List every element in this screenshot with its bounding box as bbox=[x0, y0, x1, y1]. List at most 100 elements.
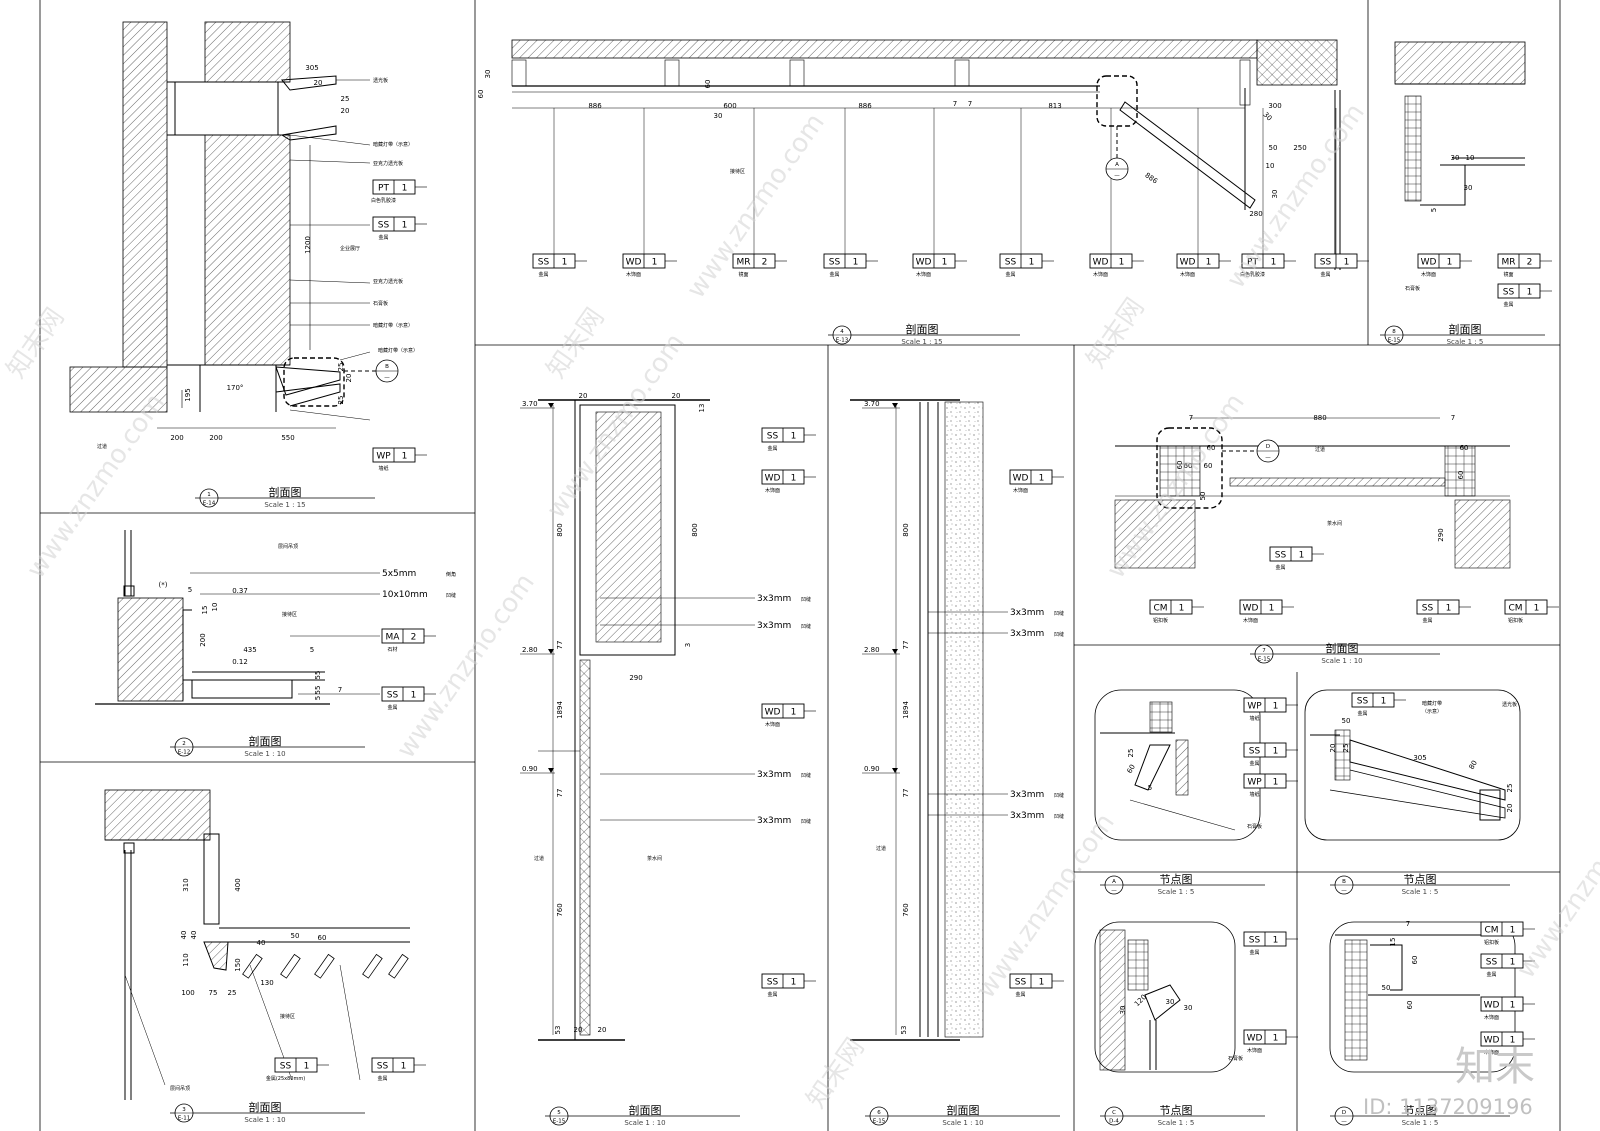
material-tag-code: SS bbox=[378, 221, 390, 231]
material-tag-number: 1 bbox=[1344, 258, 1350, 268]
material-tag-note: 镜面 bbox=[738, 271, 748, 278]
dimension-label: 77 bbox=[556, 789, 564, 798]
dimension-label: 50 bbox=[1342, 717, 1351, 725]
annotation-note: 企业展厅 bbox=[340, 245, 360, 252]
material-tag-code: SS bbox=[377, 1062, 389, 1072]
material-tag-note: 木饰面 bbox=[1180, 271, 1195, 278]
callout-label: 3x3mm bbox=[757, 816, 791, 826]
dimension-label: 250 bbox=[1293, 144, 1306, 152]
material-tag bbox=[761, 469, 816, 485]
view-number: 2 bbox=[182, 741, 186, 747]
material-tag-note: 金属 bbox=[1486, 971, 1496, 978]
dimension-label: 30 bbox=[1271, 190, 1279, 199]
dimension-label: 20 bbox=[579, 392, 588, 400]
view-title: 剖面图 bbox=[947, 1103, 980, 1117]
level-marker bbox=[548, 649, 554, 654]
dimension-label: 60 bbox=[1204, 462, 1213, 470]
material-tag-code: SS bbox=[1357, 697, 1369, 707]
callout-note: 凹缝 bbox=[1054, 792, 1064, 799]
annotation-note: 茶水间 bbox=[647, 855, 662, 862]
dimension-label: 20 bbox=[574, 1026, 583, 1034]
dimension-label: 200 bbox=[170, 434, 183, 442]
callout-label: 10x10mm bbox=[382, 590, 428, 600]
dimension-label: 20 bbox=[1506, 804, 1514, 813]
view-title: 节点图 bbox=[1160, 1104, 1193, 1117]
annotation-note: 接待区 bbox=[730, 168, 745, 175]
material-tag bbox=[761, 427, 816, 443]
material-tag bbox=[372, 447, 427, 463]
dimension-label: 77 bbox=[556, 641, 564, 650]
dimension-label: 760 bbox=[556, 903, 564, 916]
material-tag bbox=[999, 253, 1054, 269]
dimension-label: 60 bbox=[704, 80, 712, 89]
annotation-note: 茶水间 bbox=[1327, 520, 1342, 527]
material-tag-code: PT bbox=[1247, 258, 1258, 268]
material-tag-number: 1 bbox=[401, 1062, 407, 1072]
annotation-note: 过道 bbox=[1315, 446, 1325, 453]
dimension-label: 800 bbox=[556, 523, 564, 536]
callout-label: 3x3mm bbox=[757, 621, 791, 631]
material-tag-code: SS bbox=[767, 432, 779, 442]
dimension-label: 25 bbox=[341, 95, 350, 103]
material-tag-note: 白色乳胶漆 bbox=[1240, 271, 1265, 278]
detail-bubble-label: B bbox=[385, 364, 389, 370]
dimension-label: 25 bbox=[1127, 749, 1135, 758]
dimension-label: 77 bbox=[902, 789, 910, 798]
watermark-brand: 知末 bbox=[1455, 1044, 1535, 1090]
dimension-label: 5 bbox=[1148, 784, 1152, 792]
dimension-label: 1200 bbox=[304, 236, 312, 254]
dimension-label: 60 bbox=[1176, 461, 1184, 470]
material-tag bbox=[1089, 253, 1144, 269]
material-tag bbox=[1149, 599, 1204, 615]
callout-note: 凹缝 bbox=[801, 772, 811, 779]
louver-blade bbox=[280, 953, 301, 979]
view-6-section bbox=[850, 399, 984, 1041]
material-tag-code: SS bbox=[1320, 258, 1332, 268]
material-tag-number: 2 bbox=[762, 258, 768, 268]
dimension-label: 25 bbox=[1342, 744, 1350, 753]
level-marker bbox=[548, 768, 554, 773]
dimension-label: 20 bbox=[341, 107, 350, 115]
material-tag-code: WD bbox=[1180, 258, 1196, 268]
material-tag-note: 石材 bbox=[387, 646, 397, 653]
view-title: 剖面图 bbox=[1326, 641, 1359, 655]
material-tag-code: MA bbox=[386, 633, 401, 643]
material-tag-note: 金属 bbox=[829, 271, 839, 278]
dimension-label: 7 bbox=[1406, 920, 1410, 928]
material-tag-number: 2 bbox=[411, 633, 417, 643]
material-tag-number: 1 bbox=[402, 452, 408, 462]
material-tag bbox=[1243, 931, 1298, 947]
material-tag-code: SS bbox=[538, 258, 550, 268]
sheet-reference: — bbox=[1111, 888, 1117, 894]
material-tag-number: 1 bbox=[1446, 604, 1452, 614]
dimension-label: 305 bbox=[1413, 754, 1426, 762]
material-tag bbox=[1480, 953, 1535, 969]
material-tag-number: 1 bbox=[1039, 474, 1045, 484]
detail-bubble-label: D bbox=[1266, 444, 1270, 450]
dimension-label: 10 bbox=[1266, 162, 1275, 170]
material-tag bbox=[1504, 599, 1559, 615]
dimension-label: 25 bbox=[337, 363, 345, 372]
material-tag-note: 金属 bbox=[767, 445, 777, 452]
dimension-label: 10 bbox=[211, 603, 219, 612]
detail-bubble-label: A bbox=[1115, 162, 1119, 168]
dimension-label: 60 bbox=[1457, 471, 1465, 480]
dimension-label: 435 bbox=[243, 646, 256, 654]
material-tag-number: 1 bbox=[1273, 702, 1279, 712]
view-4-section bbox=[511, 39, 1341, 270]
louver-blade bbox=[362, 953, 383, 979]
material-tag-number: 1 bbox=[1206, 258, 1212, 268]
dimension-label: 60 bbox=[318, 934, 327, 942]
material-tag-code: SS bbox=[1249, 936, 1261, 946]
material-tag-code: WD bbox=[1013, 474, 1029, 484]
material-tag bbox=[761, 973, 816, 989]
view-title-block bbox=[1100, 875, 1265, 895]
material-tag-number: 1 bbox=[1447, 258, 1453, 268]
view-scale: Scale 1 : 5 bbox=[1158, 1119, 1195, 1127]
material-tag-number: 1 bbox=[1510, 926, 1516, 936]
material-tag-number: 1 bbox=[1119, 258, 1125, 268]
callout-note: 凹缝 bbox=[1054, 610, 1064, 617]
material-tag-note: 金属(25x80mm) bbox=[266, 1075, 305, 1082]
